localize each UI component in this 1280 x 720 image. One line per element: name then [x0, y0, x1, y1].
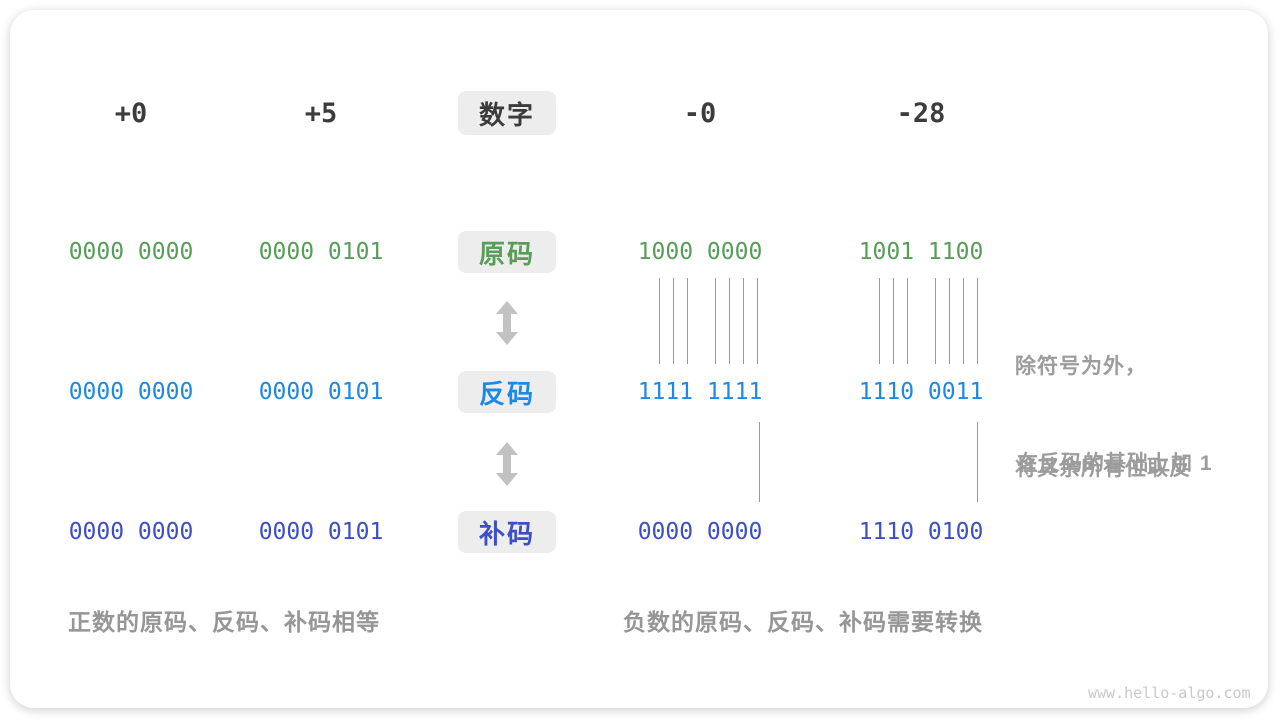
bit-connector-line	[977, 278, 978, 364]
bit-connector-line	[673, 278, 674, 364]
bit-connector-line	[963, 278, 964, 364]
bit-connector-line	[907, 278, 908, 364]
col-header-pos0: +0	[114, 98, 148, 129]
bit-connector-line	[935, 278, 936, 364]
code-ones-complement-neg28: 1110 0011	[858, 379, 984, 405]
sign-magnitude-tag: 原码	[458, 231, 556, 273]
bit-connector-line	[743, 278, 744, 364]
invert-annotation-line1: 除符号为外，	[1015, 355, 1147, 378]
code-sign-magnitude-pos5: 0000 0101	[258, 239, 384, 265]
double-arrow-icon	[496, 301, 518, 350]
double-arrow-icon	[496, 442, 518, 491]
bit-connector-line	[893, 278, 894, 364]
positive-caption: 正数的原码、反码、补码相等	[68, 609, 380, 635]
code-twos-complement-pos0: 0000 0000	[68, 519, 194, 545]
bit-connector-line	[977, 422, 978, 502]
code-sign-magnitude-pos0: 0000 0000	[68, 239, 194, 265]
twos-complement-tag: 补码	[458, 511, 556, 553]
col-header-pos5: +5	[304, 98, 338, 129]
number-tag: 数字	[458, 91, 556, 135]
bit-connector-line	[659, 278, 660, 364]
bit-connector-line	[687, 278, 688, 364]
bit-connector-line	[757, 278, 758, 364]
invert-annotation-line2: 将其余所有位取反	[1015, 457, 1191, 480]
add-one-annotation: 在反码的基础上加 1	[1017, 452, 1213, 475]
col-header-neg0: -0	[683, 98, 717, 129]
watermark: www.hello-algo.com	[1088, 684, 1251, 702]
bit-connector-line	[879, 278, 880, 364]
bit-connector-line	[715, 278, 716, 364]
bit-connector-line	[759, 422, 760, 502]
code-twos-complement-neg0: 0000 0000	[637, 519, 763, 545]
ones-complement-tag: 反码	[458, 371, 556, 413]
negative-caption: 负数的原码、反码、补码需要转换	[623, 609, 983, 635]
code-ones-complement-neg0: 1111 1111	[637, 379, 763, 405]
bit-connector-line	[949, 278, 950, 364]
code-ones-complement-pos0: 0000 0000	[68, 379, 194, 405]
code-sign-magnitude-neg0: 1000 0000	[637, 239, 763, 265]
diagram-card: +0 +5 -0 -28 数字 0000 0000 0000 0101 原码 1…	[10, 10, 1268, 708]
code-ones-complement-pos5: 0000 0101	[258, 379, 384, 405]
invert-annotation: 除符号为外， 将其余所有位取反	[1015, 282, 1191, 554]
code-twos-complement-pos5: 0000 0101	[258, 519, 384, 545]
code-sign-magnitude-neg28: 1001 1100	[858, 239, 984, 265]
col-header-neg28: -28	[896, 98, 946, 129]
bit-connector-line	[729, 278, 730, 364]
code-twos-complement-neg28: 1110 0100	[858, 519, 984, 545]
